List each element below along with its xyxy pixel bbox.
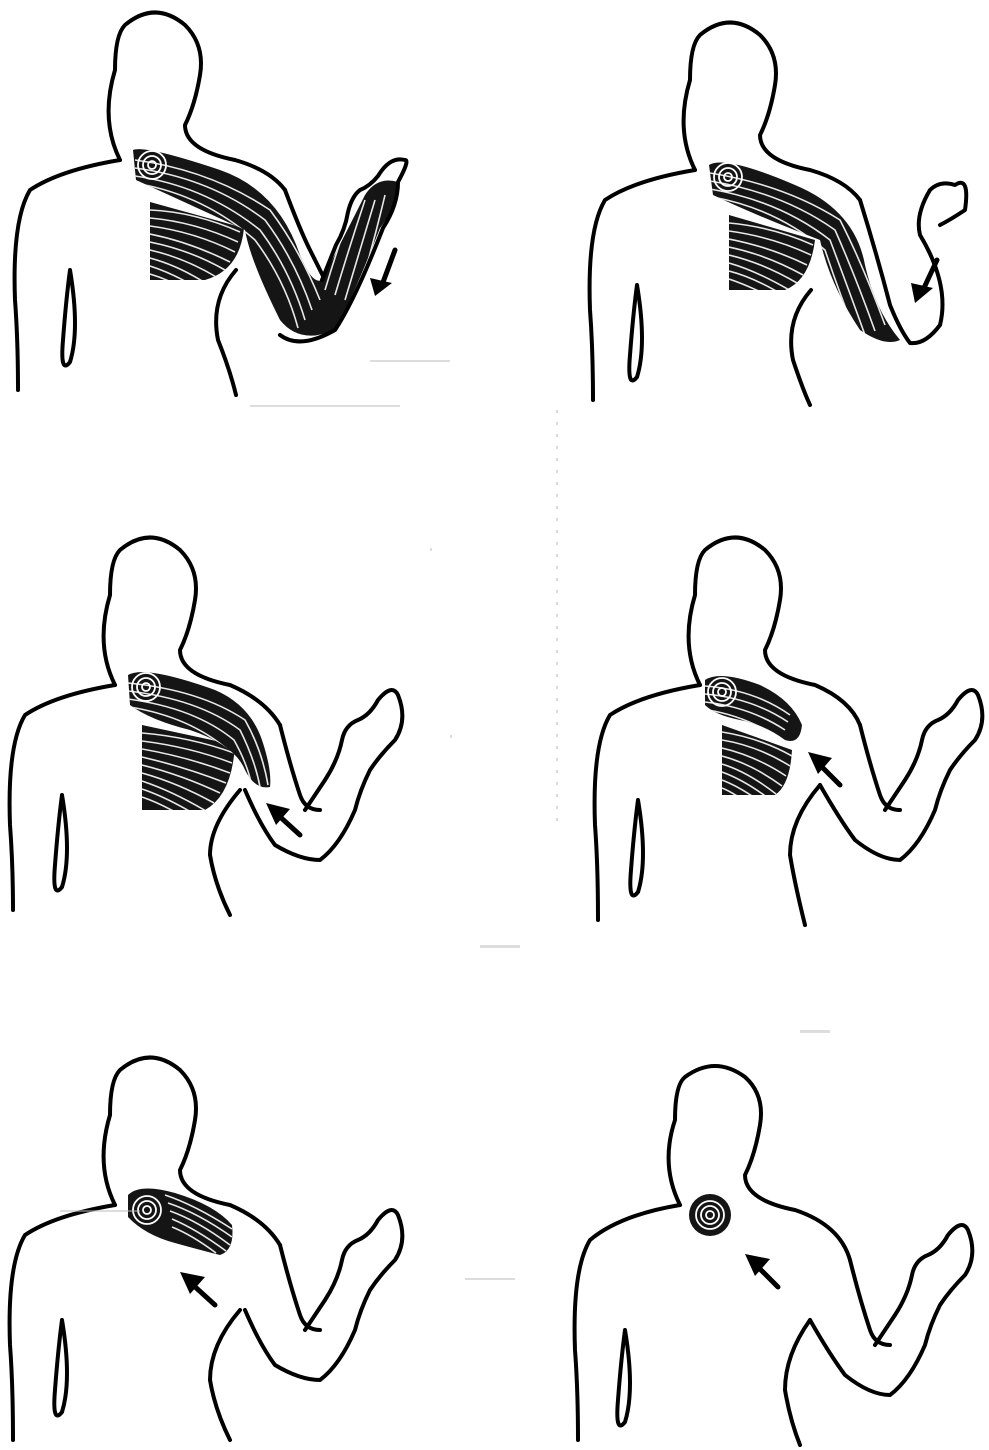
figure-stage-5 <box>0 1045 450 1450</box>
scan-noise <box>370 360 450 362</box>
scan-noise <box>250 405 400 407</box>
scan-noise <box>465 1278 515 1280</box>
stage-5-direction-arrow <box>180 1272 215 1305</box>
panel-stage-6 <box>540 1075 989 1450</box>
figure-stage-2 <box>545 5 989 445</box>
figure-stage-1 <box>0 0 450 440</box>
scan-noise <box>60 1210 140 1212</box>
stage-4-pain-shoulder-band <box>705 676 802 741</box>
panel-stage-1 <box>0 0 450 440</box>
figure-stage-3 <box>0 525 450 965</box>
stage-6-direction-arrow <box>745 1254 778 1287</box>
stage-2-direction-arrow <box>911 260 937 303</box>
scan-noise <box>430 548 432 551</box>
panel-stage-3 <box>0 525 450 965</box>
stage-6-body-outline <box>575 1066 973 1445</box>
stage-5-pain-neck-area <box>128 1188 233 1255</box>
stage-1-direction-arrow <box>370 250 395 296</box>
panel-stage-5 <box>0 1045 450 1450</box>
scan-noise <box>800 1030 830 1033</box>
stage-3-direction-arrow <box>266 803 300 835</box>
panel-stage-4 <box>540 540 989 980</box>
figure-stage-6 <box>540 1075 989 1450</box>
figure-stage-4 <box>540 540 989 980</box>
stage-1-body-outline <box>15 13 325 396</box>
panel-stage-2 <box>545 5 989 445</box>
stage-4-direction-arrow <box>808 752 840 785</box>
stage-6-pain-point <box>689 1194 731 1236</box>
scan-noise <box>480 945 520 948</box>
scan-noise <box>450 735 452 738</box>
